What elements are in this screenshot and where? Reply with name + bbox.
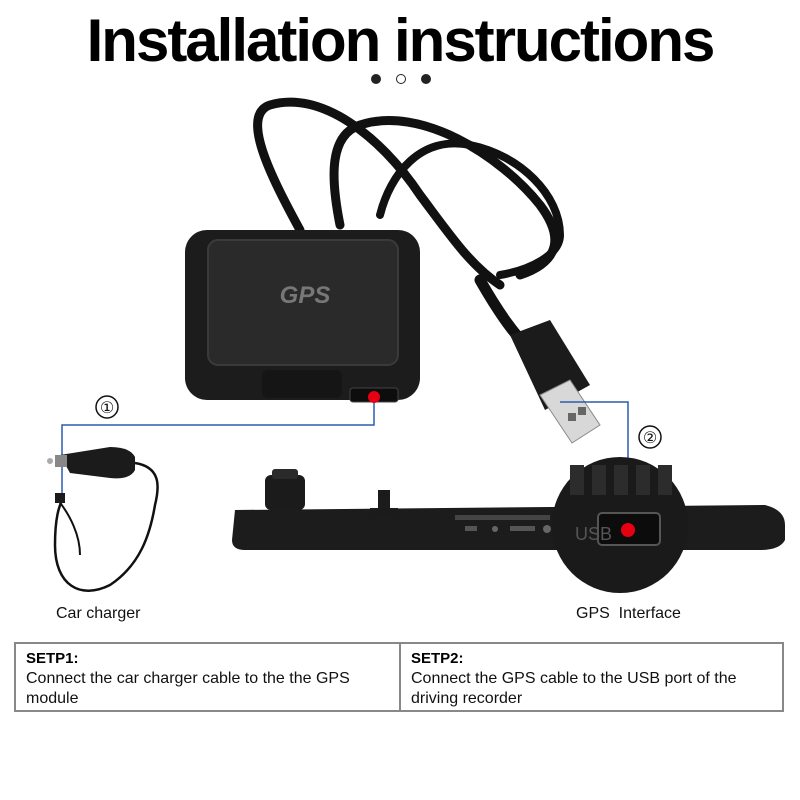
step-1-cell: SETP1: Connect the car charger cable to … [16, 644, 399, 710]
step-2-text: Connect the GPS cable to the USB port of… [411, 670, 737, 707]
steps-table: SETP1: Connect the car charger cable to … [14, 642, 784, 712]
step-1-text: Connect the car charger cable to the the… [26, 670, 350, 707]
step-2-cell: SETP2: Connect the GPS cable to the USB … [399, 644, 782, 710]
car-charger [47, 447, 159, 592]
gps-logo: GPS [280, 282, 331, 309]
step1-callout-circle [95, 395, 119, 419]
usb-port-zoom: USB [552, 457, 688, 593]
car-charger-label: Car charger [56, 605, 141, 622]
carousel-dots [371, 74, 431, 86]
carousel-dot-3[interactable] [421, 74, 431, 84]
step-2-title: SETP2: [411, 650, 464, 667]
carousel-dot-1[interactable] [371, 74, 381, 84]
step2-callout-marker: ② [643, 428, 657, 447]
recorder-usb-port-dot [621, 523, 635, 537]
page-title: Installation instructions [86, 7, 716, 74]
step2-callout-circle [638, 425, 662, 449]
installation-diagram: GPS ① ② [47, 97, 785, 593]
step-1-title: SETP1: [26, 650, 79, 667]
usb-port-label: USB [575, 524, 612, 544]
mini-usb-plug [510, 320, 601, 444]
carousel-dot-2[interactable] [396, 74, 406, 84]
driving-recorder [232, 469, 785, 550]
gps-module: GPS [185, 230, 420, 403]
step1-callout-marker: ① [100, 398, 114, 417]
gps-interface-label: GPS Interface [576, 605, 681, 622]
installation-illustration: GPS ① ② [0, 95, 800, 635]
gps-module-port-dot [368, 391, 380, 403]
